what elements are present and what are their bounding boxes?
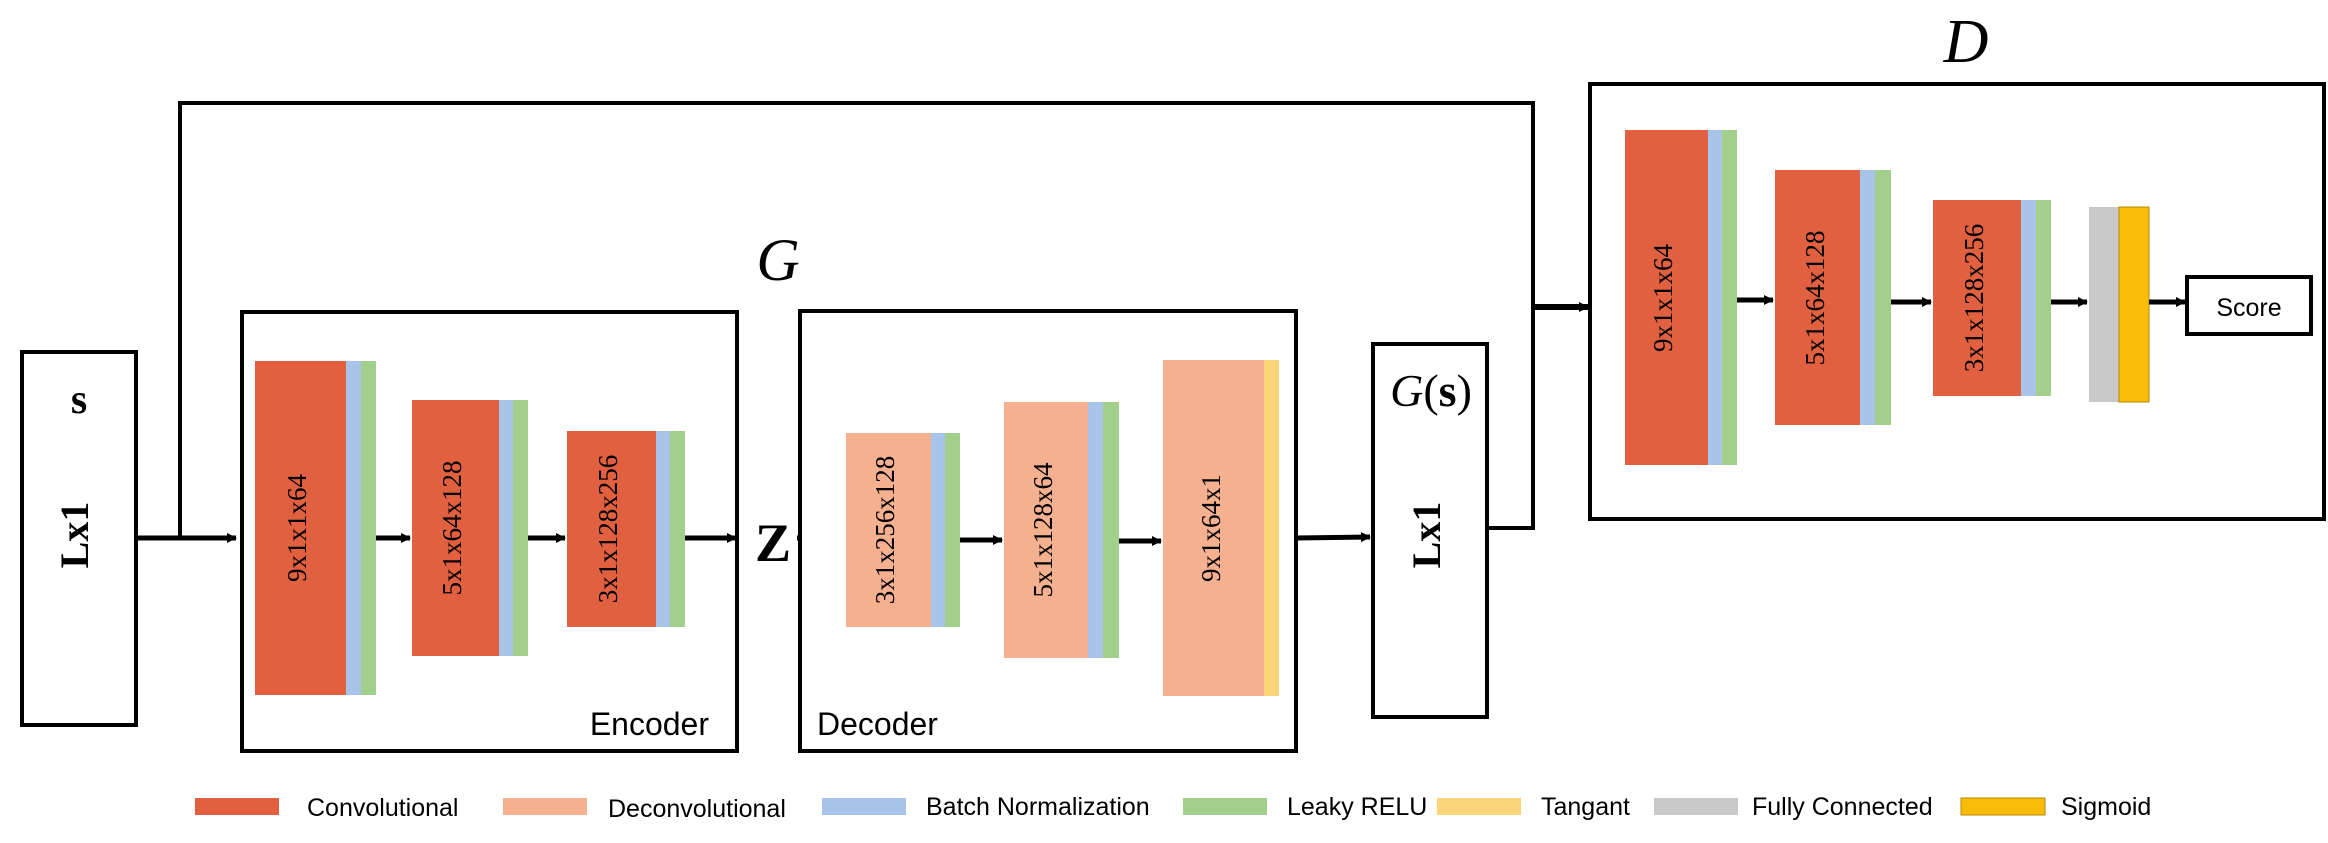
convolutional-swatch bbox=[195, 798, 279, 815]
discriminator-layer-2-label: 5x1x64x128 bbox=[1800, 231, 1830, 366]
legend-item-fully-connected: Fully Connected bbox=[1654, 793, 1933, 821]
batch-normalization-swatch bbox=[499, 400, 513, 656]
batch-normalization-swatch bbox=[1860, 170, 1875, 425]
encoder-layer-1: 9x1x1x64 bbox=[255, 361, 376, 695]
encoder-block: Encoder 9x1x1x64 5x1x64x128 3x1x128x256 bbox=[136, 310, 739, 753]
encoder-layer-1-label: 9x1x1x64 bbox=[282, 474, 312, 583]
legend-label-tangant: Tangant bbox=[1541, 793, 1630, 821]
leaky-relu-swatch bbox=[945, 433, 960, 627]
decoder-layer-2: 5x1x128x64 bbox=[1004, 402, 1119, 658]
legend-label-sigmoid: Sigmoid bbox=[2061, 793, 2151, 821]
skip-connection bbox=[178, 101, 1535, 538]
output-symbol-close: ) bbox=[1457, 365, 1472, 416]
encoder-label: Encoder bbox=[590, 706, 710, 742]
leaky-relu-swatch bbox=[361, 361, 376, 695]
legend-item-deconvolutional: Deconvolutional bbox=[503, 795, 786, 823]
discriminator-symbol: D bbox=[1943, 8, 1989, 76]
legend-label-convolutional: Convolutional bbox=[307, 794, 459, 822]
convolutional-swatch bbox=[567, 431, 656, 627]
legend-item-tangant: Tangant bbox=[1437, 793, 1630, 821]
discriminator-layer-3: 3x1x128x256 bbox=[1933, 200, 2051, 396]
legend-label-deconvolutional: Deconvolutional bbox=[608, 795, 786, 823]
batch-normalization-swatch bbox=[1708, 130, 1722, 465]
decoder-layer-3-label: 9x1x64x1 bbox=[1196, 474, 1226, 582]
discriminator-layer-3-label: 3x1x128x256 bbox=[1959, 224, 1989, 373]
legend-item-convolutional: Convolutional bbox=[195, 794, 459, 822]
convolutional-swatch bbox=[1933, 200, 2021, 396]
encoder-layer-2-label: 5x1x64x128 bbox=[437, 461, 467, 596]
output-symbol-g: G bbox=[1390, 365, 1423, 416]
legend: Convolutional Deconvolutional Batch Norm… bbox=[195, 793, 2151, 823]
batch-normalization-swatch bbox=[346, 361, 361, 695]
deconvolutional-swatch bbox=[1163, 360, 1264, 696]
leaky-relu-swatch bbox=[1722, 130, 1737, 465]
score-box: Score bbox=[2185, 275, 2313, 336]
sigmoid-swatch bbox=[2118, 206, 2150, 403]
deconvolutional-swatch bbox=[846, 433, 931, 627]
leaky-relu-swatch bbox=[2036, 200, 2051, 396]
legend-label-leaky-relu: Leaky RELU bbox=[1287, 793, 1427, 821]
batch-normalization-swatch bbox=[822, 798, 906, 815]
input-signal-box: s Lx1 bbox=[20, 350, 138, 727]
leaky-relu-swatch bbox=[513, 400, 528, 656]
deconvolutional-swatch bbox=[503, 798, 587, 815]
leaky-relu-swatch bbox=[1103, 402, 1119, 658]
encoder-layer-3: 3x1x128x256 bbox=[567, 431, 685, 627]
score-label: Score bbox=[2216, 294, 2281, 322]
decoder-layer-1: 3x1x256x128 bbox=[846, 433, 960, 627]
decoder-layer-3: 9x1x64x1 bbox=[1163, 360, 1279, 696]
discriminator-block: 9x1x1x64 5x1x64x128 3x1x128x256 Score bbox=[1588, 82, 2326, 521]
discriminator-fc-sigmoid bbox=[2089, 206, 2150, 403]
decoder-layer-1-label: 3x1x256x128 bbox=[870, 456, 900, 605]
decoder-block: Decoder 3x1x256x128 5x1x128x64 9x1x64x1 bbox=[798, 309, 1298, 753]
output-size-label: Lx1 bbox=[1404, 502, 1449, 569]
fully-connected-swatch bbox=[2089, 207, 2119, 402]
legend-label-fully-connected: Fully Connected bbox=[1752, 793, 1933, 821]
legend-label-batch-normalization: Batch Normalization bbox=[926, 793, 1150, 821]
fully-connected-swatch bbox=[1654, 798, 1738, 815]
output-symbol-s: s bbox=[1439, 365, 1457, 416]
batch-normalization-swatch bbox=[1088, 402, 1103, 658]
output-symbol: G(s) bbox=[1390, 365, 1472, 416]
output-signal-box: G(s) Lx1 bbox=[1371, 342, 1489, 719]
decoder-label: Decoder bbox=[817, 706, 938, 742]
sigmoid-swatch bbox=[1960, 797, 2046, 816]
discriminator-layer-1-label: 9x1x1x64 bbox=[1648, 244, 1678, 353]
generator-symbol: G bbox=[756, 227, 799, 293]
convolutional-swatch bbox=[412, 400, 499, 656]
convolutional-swatch bbox=[1625, 130, 1708, 465]
leaky-relu-swatch bbox=[1183, 798, 1267, 815]
batch-normalization-swatch bbox=[931, 433, 945, 627]
legend-item-sigmoid: Sigmoid bbox=[1960, 793, 2151, 821]
tangant-swatch bbox=[1264, 360, 1279, 696]
leaky-relu-swatch bbox=[670, 431, 685, 627]
batch-normalization-swatch bbox=[2021, 200, 2036, 396]
leaky-relu-swatch bbox=[1875, 170, 1891, 425]
discriminator-layer-1: 9x1x1x64 bbox=[1625, 130, 1737, 465]
legend-item-leaky-relu: Leaky RELU bbox=[1183, 793, 1427, 821]
tangant-swatch bbox=[1437, 798, 1521, 815]
output-symbol-open: ( bbox=[1423, 365, 1438, 416]
legend-item-batch-normalization: Batch Normalization bbox=[822, 793, 1150, 821]
convolutional-swatch bbox=[1775, 170, 1860, 425]
latent-symbol: Z bbox=[755, 513, 791, 573]
convolutional-swatch bbox=[255, 361, 346, 695]
discriminator-layer-2: 5x1x64x128 bbox=[1775, 170, 1891, 425]
input-symbol: s bbox=[71, 377, 87, 423]
decoder-layer-2-label: 5x1x128x64 bbox=[1028, 462, 1058, 598]
deconvolutional-swatch bbox=[1004, 402, 1088, 658]
batch-normalization-swatch bbox=[656, 431, 670, 627]
encoder-layer-3-label: 3x1x128x256 bbox=[593, 455, 623, 604]
encoder-layer-2: 5x1x64x128 bbox=[412, 400, 528, 656]
input-size-label: Lx1 bbox=[52, 502, 97, 569]
